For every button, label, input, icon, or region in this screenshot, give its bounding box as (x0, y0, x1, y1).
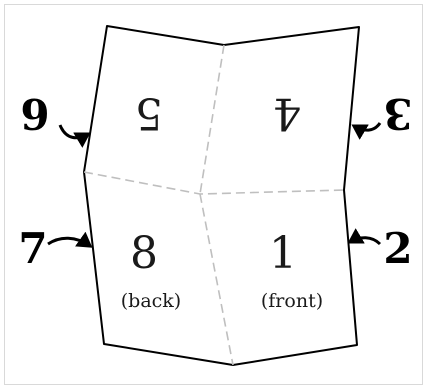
panel-1-caption: (front) (261, 290, 323, 312)
arrow-7 (47, 231, 93, 248)
arrow-2 (347, 228, 382, 246)
edge-label-6: 6 (20, 89, 49, 138)
fold-line-horizontal (83, 171, 345, 195)
edge-label-3: 3 (383, 89, 412, 138)
edge-label-2: 2 (383, 224, 412, 273)
panel-1-number: 1 (269, 228, 297, 279)
panel-8-caption: (back) (121, 290, 181, 312)
arrow-3 (351, 122, 382, 140)
fold-line-vertical-top (199, 44, 225, 195)
panel-4-number: 4 (273, 88, 301, 139)
sheet-outline (83, 25, 360, 366)
diagram-frame (4, 4, 423, 385)
panel-8-number: 8 (130, 228, 158, 279)
edge-label-7: 7 (18, 224, 47, 273)
arrow-6 (58, 124, 91, 148)
panel-5-number: 5 (135, 88, 163, 139)
fold-line-vertical-bottom (199, 193, 234, 366)
